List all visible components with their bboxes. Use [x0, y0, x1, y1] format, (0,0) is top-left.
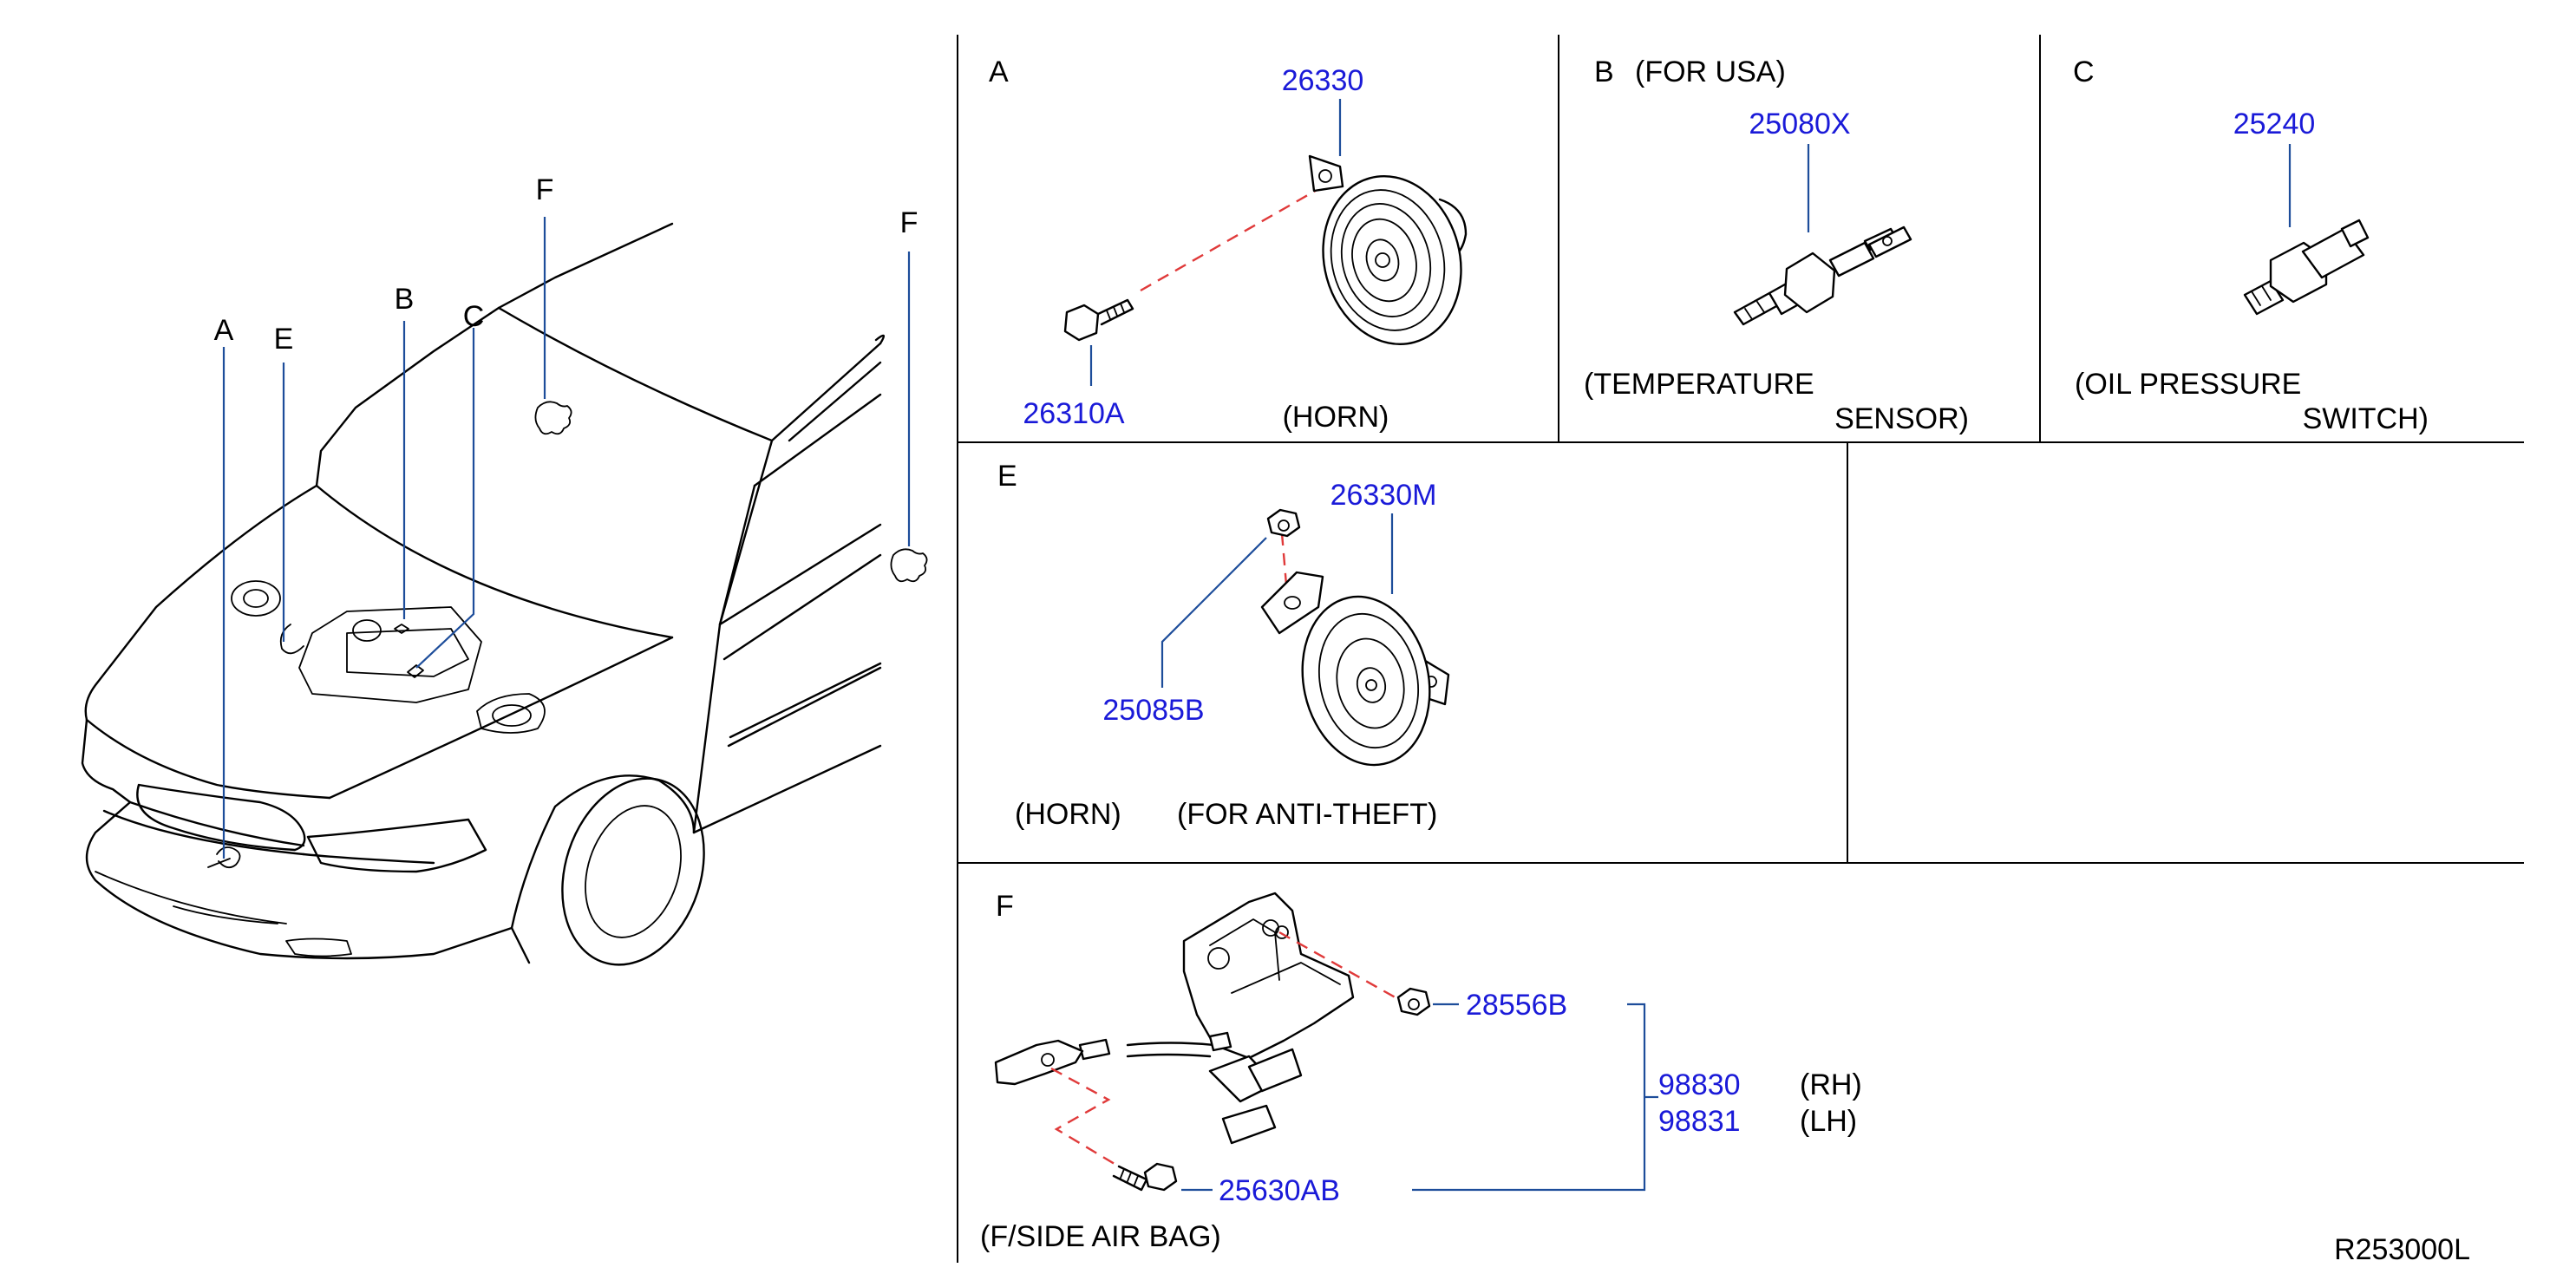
panel-e-caption-anti-theft: (FOR ANTI-THEFT) [1177, 798, 1437, 831]
panel-f-letter: F [996, 890, 1014, 923]
diagram-code: R253000L [2334, 1233, 2470, 1266]
panel-e-caption-horn: (HORN) [1015, 798, 1121, 831]
panel-a: A 26330 26310A (HORN) [989, 56, 1468, 434]
panel-b-letter: B [1594, 56, 1614, 88]
panel-b: B (FOR USA) 25080X (TEMPERATURE SENSOR) [1584, 56, 1969, 435]
panel-c-caption-line1: (OIL PRESSURE [2075, 368, 2301, 401]
side-lh: (LH) [1800, 1105, 1857, 1138]
nut-icon [1266, 508, 1301, 538]
part-number-26330: 26330 [1282, 64, 1364, 97]
crash-sensor-icon [994, 892, 1355, 1145]
panel-c-caption-line2: SWITCH) [2303, 402, 2429, 435]
part-number-25240: 25240 [2233, 108, 2316, 140]
nut-icon [1396, 987, 1431, 1016]
panel-frames [957, 35, 2524, 1263]
panel-b-caption-line1: (TEMPERATURE [1584, 368, 1814, 401]
panel-f: F 28556B [980, 890, 1862, 1253]
callout-b: B [395, 283, 415, 316]
panel-e: E 26330M 25085B (HORN) (FOR ANTI-THEFT) [997, 460, 1450, 831]
callout-f-roof: F [536, 173, 554, 206]
part-number-26330m: 26330M [1330, 479, 1437, 512]
part-number-28556b: 28556B [1466, 989, 1567, 1022]
sensor-pictogram-roof [534, 401, 572, 435]
oil-pressure-switch-icon [2243, 219, 2370, 316]
panel-c: C 25240 (OIL PRESSURE SWITCH) [2073, 56, 2429, 435]
part-number-25630ab: 25630AB [1219, 1174, 1340, 1207]
temperature-sensor-icon [1733, 225, 1912, 326]
panel-b-note: (FOR USA) [1635, 56, 1786, 88]
bolt-icon [1112, 1162, 1178, 1192]
callout-c: C [463, 300, 485, 333]
side-rh: (RH) [1800, 1068, 1862, 1101]
part-number-26310a: 26310A [1023, 397, 1125, 430]
callout-a: A [214, 314, 234, 347]
panel-e-letter: E [997, 460, 1017, 493]
part-number-25085b: 25085B [1102, 694, 1204, 727]
panel-a-caption: (HORN) [1283, 401, 1389, 434]
bolt-icon [1063, 298, 1134, 342]
panel-a-letter: A [989, 56, 1009, 88]
part-number-98830: 98830 [1658, 1068, 1741, 1101]
horn-icon [1308, 154, 1468, 345]
part-number-25080x: 25080X [1749, 108, 1850, 140]
part-number-98831: 98831 [1658, 1105, 1741, 1138]
panel-c-letter: C [2073, 56, 2095, 88]
sensor-pictogram-pillar [890, 548, 928, 583]
anti-theft-horn-icon [1260, 571, 1450, 767]
callout-e: E [274, 323, 294, 356]
panel-f-caption: (F/SIDE AIR BAG) [980, 1220, 1221, 1253]
car-overview-illustration [81, 222, 928, 966]
panel-b-caption-line2: SENSOR) [1834, 402, 1969, 435]
callout-f-pillar: F [900, 206, 919, 239]
overview-leaders [222, 217, 911, 859]
